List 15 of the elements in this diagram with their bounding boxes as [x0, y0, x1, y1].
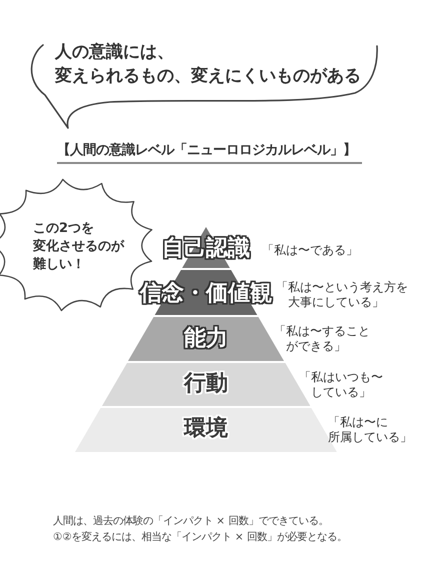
- quote-text: 「私は〜することができる」: [274, 324, 371, 354]
- pyramid-tier: [128, 317, 284, 361]
- quote-text: 「私は〜である」: [262, 243, 358, 258]
- note-text: 人間は、過去の体験の「インパクト × 回数」でできている。: [53, 514, 328, 529]
- quote-text: 「私は〜という考え方を大事にしている」: [276, 280, 409, 310]
- tier-label: 能力: [184, 325, 228, 353]
- tier-label: 行動: [184, 370, 228, 398]
- burst-text: この2つを変化させるのが難しい！: [33, 220, 126, 274]
- quote-text: 「私は〜に所属している」: [328, 415, 413, 445]
- quote-text: 「私はいつも〜している」: [299, 370, 384, 400]
- bubble-text: 人の意識には、変えられるもの、変えにくいものがある: [55, 41, 362, 88]
- tier-label: 環境: [184, 414, 228, 443]
- pyramid-tier: [102, 363, 310, 406]
- note-text: ①②を変えるには、相当な「インパクト × 回数」が必要となる。: [53, 530, 347, 545]
- title: 【人間の意識レベル「ニューロロジカルレベル」】: [57, 142, 362, 164]
